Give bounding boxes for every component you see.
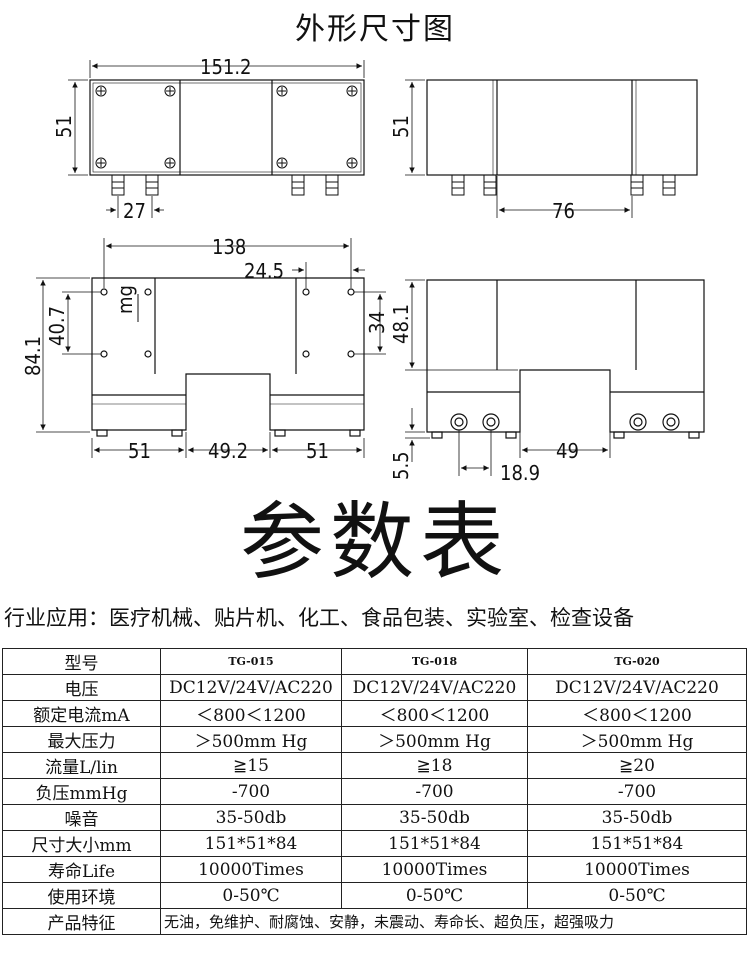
spec-cell: 0-50℃ <box>160 882 342 909</box>
side-view <box>405 79 698 218</box>
spec-cell: ＞500mm Hg <box>527 726 747 753</box>
spec-cell: -700 <box>341 778 528 805</box>
dim-back-height: 48.1 <box>389 304 413 344</box>
spec-cell: ＞500mm Hg <box>341 726 528 753</box>
feature-value: 无油，免维护、耐腐蚀、安静，未震动、寿命长、超负压，超强吸力 <box>160 908 747 935</box>
dim-top-height: 51 <box>52 115 76 138</box>
spec-cell: ≧18 <box>341 752 528 779</box>
spec-cell: ≧15 <box>160 752 342 779</box>
spec-row-label: 寿命Life <box>2 856 161 883</box>
spec-cell: 0-50℃ <box>527 882 747 909</box>
spec-cell: -700 <box>527 778 747 805</box>
dim-front-width: 138 <box>212 235 246 259</box>
svg-text:mg: mg <box>113 285 137 314</box>
industry-applications: 行业应用：医疗机械、贴片机、化工、食品包装、实验室、检查设备 <box>4 606 634 630</box>
spec-cell: 151*51*84 <box>527 830 747 857</box>
spec-cell: DC12V/24V/AC220 <box>160 674 342 701</box>
dim-front-right-base: 51 <box>306 439 329 463</box>
feature-label: 产品特征 <box>2 908 161 935</box>
spec-cell: ＜800＜1200 <box>160 700 342 727</box>
dim-side-height: 51 <box>389 115 413 138</box>
spec-cell: 151*51*84 <box>160 830 342 857</box>
dim-top-width: 151.2 <box>200 55 252 79</box>
spec-row-label: 最大压力 <box>2 726 161 753</box>
params-title: 参数表 <box>239 493 510 591</box>
spec-row-label: 负压mmHg <box>2 778 161 805</box>
spec-cell: 10000Times <box>527 856 747 883</box>
spec-cell: ＞500mm Hg <box>160 726 342 753</box>
header-model-tg020: TG-020 <box>527 648 747 675</box>
spec-row-label: 噪音 <box>2 804 161 831</box>
spec-row: 最大压力＞500mm Hg＞500mm Hg＞500mm Hg <box>2 726 747 753</box>
spec-row-label: 流量L/lin <box>2 752 161 779</box>
spec-row: 负压mmHg-700-700-700 <box>2 778 747 805</box>
spec-cell: -700 <box>160 778 342 805</box>
dim-front-gap: 49.2 <box>208 439 248 463</box>
spec-row: 流量L/lin≧15≧18≧20 <box>2 752 747 779</box>
spec-cell: 0-50℃ <box>341 882 528 909</box>
spec-cell: DC12V/24V/AC220 <box>527 674 747 701</box>
header-model-tg015: TG-015 <box>160 648 342 675</box>
spec-cell: 35-50db <box>160 804 342 831</box>
back-view <box>405 279 705 476</box>
spec-cell: DC12V/24V/AC220 <box>341 674 528 701</box>
spec-cell: 10000Times <box>160 856 342 883</box>
header-model-tg018: TG-018 <box>341 648 528 675</box>
dim-side-length: 76 <box>552 199 575 223</box>
header-model-label: 型号 <box>2 648 161 675</box>
dim-front-total-h: 84.1 <box>21 336 45 376</box>
dim-front-hole-v: 40.7 <box>45 306 69 346</box>
dim-back-port: 18.9 <box>500 461 540 484</box>
dim-back-span: 49 <box>556 439 579 463</box>
spec-cell: 151*51*84 <box>341 830 528 857</box>
drawing-title: 外形尺寸图 <box>295 12 455 47</box>
spec-header-row: 型号 TG-015 TG-018 TG-020 <box>2 648 747 675</box>
spec-cell: 35-50db <box>527 804 747 831</box>
spec-row-label: 使用环境 <box>2 882 161 909</box>
front-view <box>36 238 386 458</box>
spec-cell: ≧20 <box>527 752 747 779</box>
spec-cell: 35-50db <box>341 804 528 831</box>
dimension-drawing: mg 151.2 51 27 51 76 138 24.5 40.7 84.1 … <box>21 55 705 484</box>
spec-row-label: 尺寸大小mm <box>2 830 161 857</box>
spec-cell: ＜800＜1200 <box>341 700 528 727</box>
dim-front-inner: 24.5 <box>244 259 284 283</box>
dim-back-foot: 5.5 <box>389 451 413 480</box>
dim-front-left-base: 51 <box>128 439 151 463</box>
spec-feature-row: 产品特征无油，免维护、耐腐蚀、安静，未震动、寿命长、超负压，超强吸力 <box>2 908 747 935</box>
dim-top-port-spacing: 27 <box>123 199 146 223</box>
dim-front-right-v: 34 <box>365 311 389 334</box>
spec-row-label: 额定电流mA <box>2 700 161 727</box>
spec-row: 额定电流mA＜800＜1200＜800＜1200＜800＜1200 <box>2 700 747 727</box>
top-view <box>68 60 365 218</box>
spec-cell: 10000Times <box>341 856 528 883</box>
spec-row-label: 电压 <box>2 674 161 701</box>
label-mark: mg <box>113 285 139 322</box>
spec-cell: ＜800＜1200 <box>527 700 747 727</box>
